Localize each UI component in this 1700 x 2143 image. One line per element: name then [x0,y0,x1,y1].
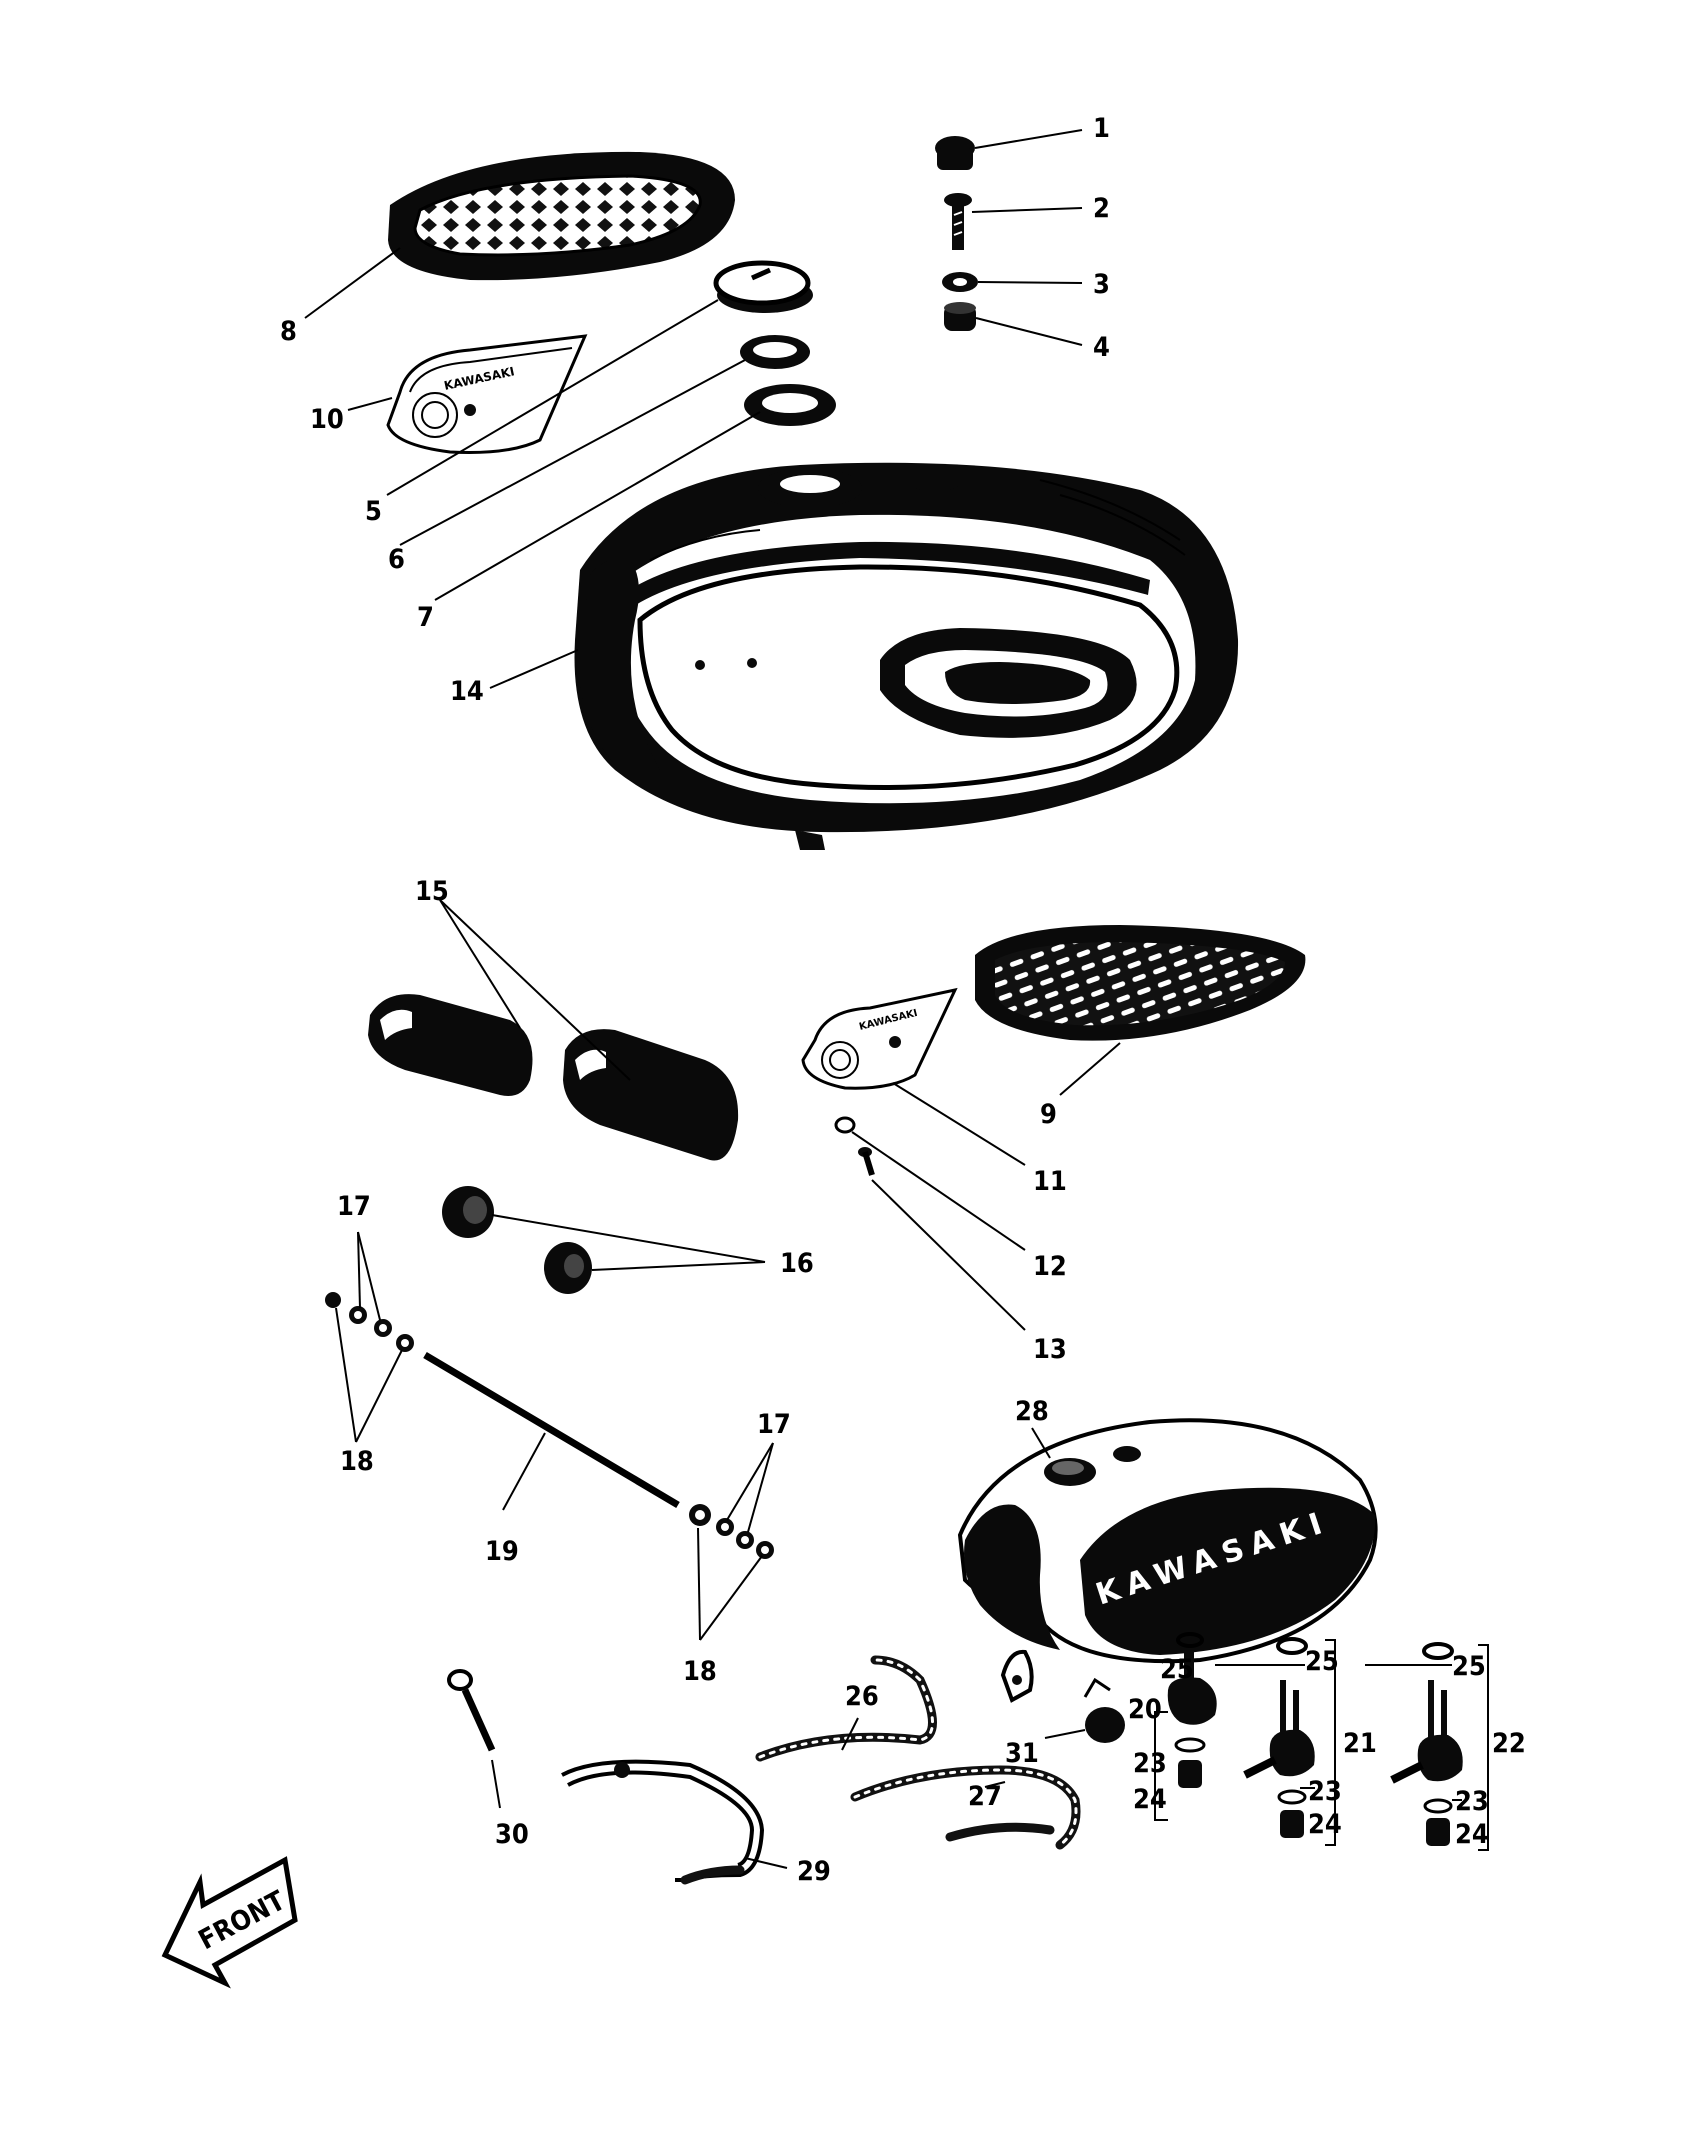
cap-part-20 [1083,1677,1125,1743]
callout-22: 22 [1492,1728,1526,1759]
cover-part-15-right [563,1029,739,1161]
fuel-tank-part-14 [574,462,1239,850]
knee-grip-part-8 [388,151,735,281]
washer-part-3 [942,272,978,292]
callout-1: 1 [1093,113,1110,144]
callout-31: 31 [1005,1738,1039,1769]
grommet-part-4 [944,302,976,331]
callout-11: 11 [1033,1166,1067,1197]
cap-part-1 [935,136,975,170]
filler-cap-part-5 [713,260,813,313]
callout-20: 20 [1128,1694,1162,1725]
tank-emblem-part-11: KAWASAKI [801,987,958,1090]
callout-4: 4 [1093,332,1110,363]
callout-23-b: 23 [1308,1776,1342,1807]
washer-part-12 [834,1116,856,1134]
leader-lines [304,129,1462,1869]
callout-21: 21 [1343,1728,1377,1759]
callout-25-a: 25 [1160,1654,1194,1685]
callout-24-c: 24 [1455,1819,1489,1850]
screw-part-13 [858,1147,875,1176]
cushion-part-16a [442,1186,494,1238]
callout-labels: 1 2 3 4 5 6 7 8 9 10 11 12 13 14 15 16 1… [280,113,1526,1887]
callout-5: 5 [365,496,382,527]
cushion-part-16b [544,1242,592,1294]
through-bolt-part-19 [423,1351,680,1509]
callout-26: 26 [845,1681,879,1712]
callout-25-b: 25 [1305,1646,1339,1677]
callout-24-a: 24 [1133,1784,1167,1815]
callout-23-a: 23 [1133,1748,1167,1779]
bolt-part-2 [944,193,972,250]
callout-17-left: 17 [337,1191,371,1222]
fuel-hose-part-27 [850,1765,1081,1850]
fuel-cock-part-22 [1390,1642,1489,1851]
breather-pipe-part-29 [561,1759,765,1885]
callout-12: 12 [1033,1251,1067,1282]
callout-10: 10 [310,404,344,435]
callout-29: 29 [797,1856,831,1887]
callout-27: 27 [968,1781,1002,1812]
knee-grip-part-9 [975,925,1306,1041]
callout-18-left: 18 [340,1446,374,1477]
plug-part-30 [447,1669,496,1752]
callout-23-c: 23 [1455,1786,1489,1817]
callout-24-b: 24 [1308,1809,1342,1840]
callout-16: 16 [780,1248,814,1279]
callout-30: 30 [495,1819,529,1850]
callout-7: 7 [417,602,434,633]
gasket-part-6 [740,335,810,369]
fasteners-part-17-18-left [325,1292,414,1352]
cover-part-15-left [368,994,533,1096]
callout-9: 9 [1040,1099,1057,1130]
gasket-part-7 [744,384,836,426]
fuel-tank-part-28: KAWASAKI [957,1418,1378,1664]
tank-emblem-part-10: KAWASAKI [386,334,588,454]
fuel-cock-part-21 [1243,1637,1336,1846]
front-direction-arrow: FRONT [161,1856,298,1989]
callout-3: 3 [1093,269,1110,300]
bracket-part-31 [1000,1649,1034,1703]
callout-13: 13 [1033,1334,1067,1365]
callout-8: 8 [280,316,297,347]
callout-6: 6 [388,544,405,575]
callout-15: 15 [415,876,449,907]
callout-17-right: 17 [757,1409,791,1440]
callout-25-c: 25 [1452,1651,1486,1682]
callout-14: 14 [450,676,484,707]
fuel-cock-center [1167,1632,1217,1788]
fuel-hose-part-26 [755,1655,937,1762]
fasteners-part-17-18-right [689,1504,774,1559]
callout-18-right: 18 [683,1656,717,1687]
callout-2: 2 [1093,193,1110,224]
callout-28: 28 [1015,1396,1049,1427]
callout-19: 19 [485,1536,519,1567]
